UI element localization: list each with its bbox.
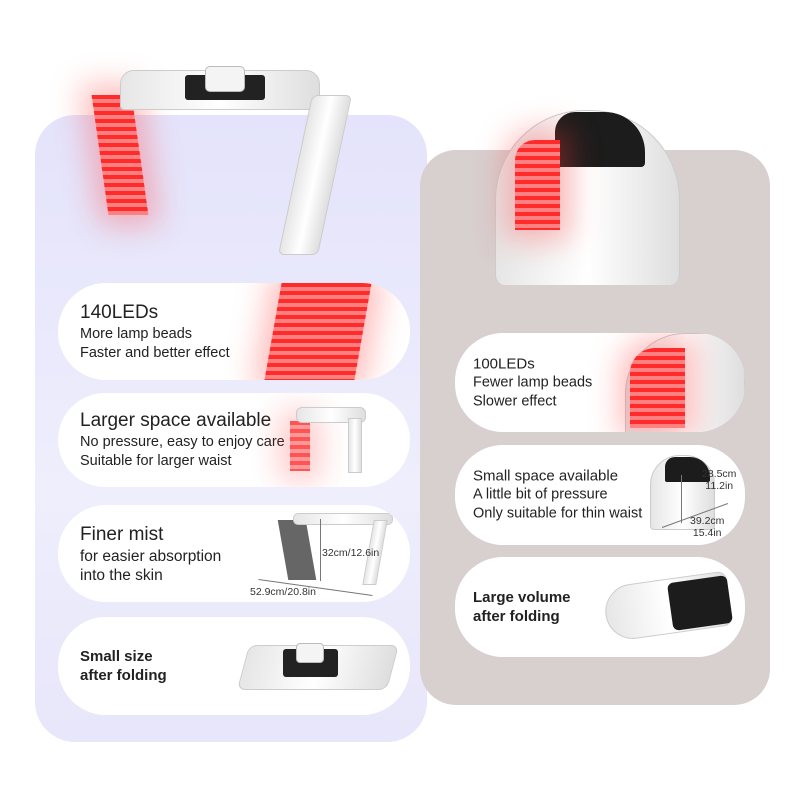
card-title: Large volume	[473, 589, 571, 606]
card-title: Small size	[80, 648, 153, 665]
card-line: into the skin	[80, 566, 163, 584]
card-title: Finer mist	[80, 523, 164, 545]
card-title: 100LEDs	[473, 355, 535, 372]
card-line: for easier absorption	[80, 547, 222, 565]
card-line: No pressure, easy to enjoy care	[80, 434, 285, 450]
dim-value: 11.2in	[705, 480, 734, 492]
feature-card-large-volume: Large volume after folding	[455, 557, 745, 657]
feature-card-finer-mist: Finer mist for easier absorption into th…	[58, 505, 410, 602]
card-line: after folding	[80, 667, 167, 684]
feature-card-140leds: 140LEDs More lamp beads Faster and bette…	[58, 283, 410, 380]
width-dimension: 52.9cm/20.8in	[250, 586, 316, 598]
feature-card-small-space: Small space available A little bit of pr…	[455, 445, 745, 545]
card-line: after folding	[473, 608, 560, 625]
feature-card-larger-space: Larger space available No pressure, easy…	[58, 393, 410, 487]
card-title: 140LEDs	[80, 301, 159, 323]
led-closeup-image	[264, 283, 372, 380]
card-line: Suitable for larger waist	[80, 453, 232, 469]
card-title: Larger space available	[80, 410, 272, 431]
feature-card-100leds: 100LEDs Fewer lamp beads Slower effect	[455, 333, 745, 432]
card-line: Faster and better effect	[80, 344, 230, 361]
card-line: A little bit of pressure	[473, 486, 608, 503]
dim-value: 39.2cm	[690, 515, 725, 527]
dim-value: 28.5cm	[702, 468, 737, 480]
card-line: Only suitable for thin waist	[473, 505, 643, 522]
height-dimension: 32cm/12.6in	[322, 547, 380, 559]
dim-value: 15.4in	[692, 527, 722, 539]
card-line: Slower effect	[473, 393, 557, 409]
card-line: Fewer lamp beads	[473, 374, 593, 390]
card-line: More lamp beads	[80, 325, 193, 342]
feature-card-small-size: Small size after folding	[58, 617, 410, 715]
card-title: Small space available	[473, 467, 619, 485]
